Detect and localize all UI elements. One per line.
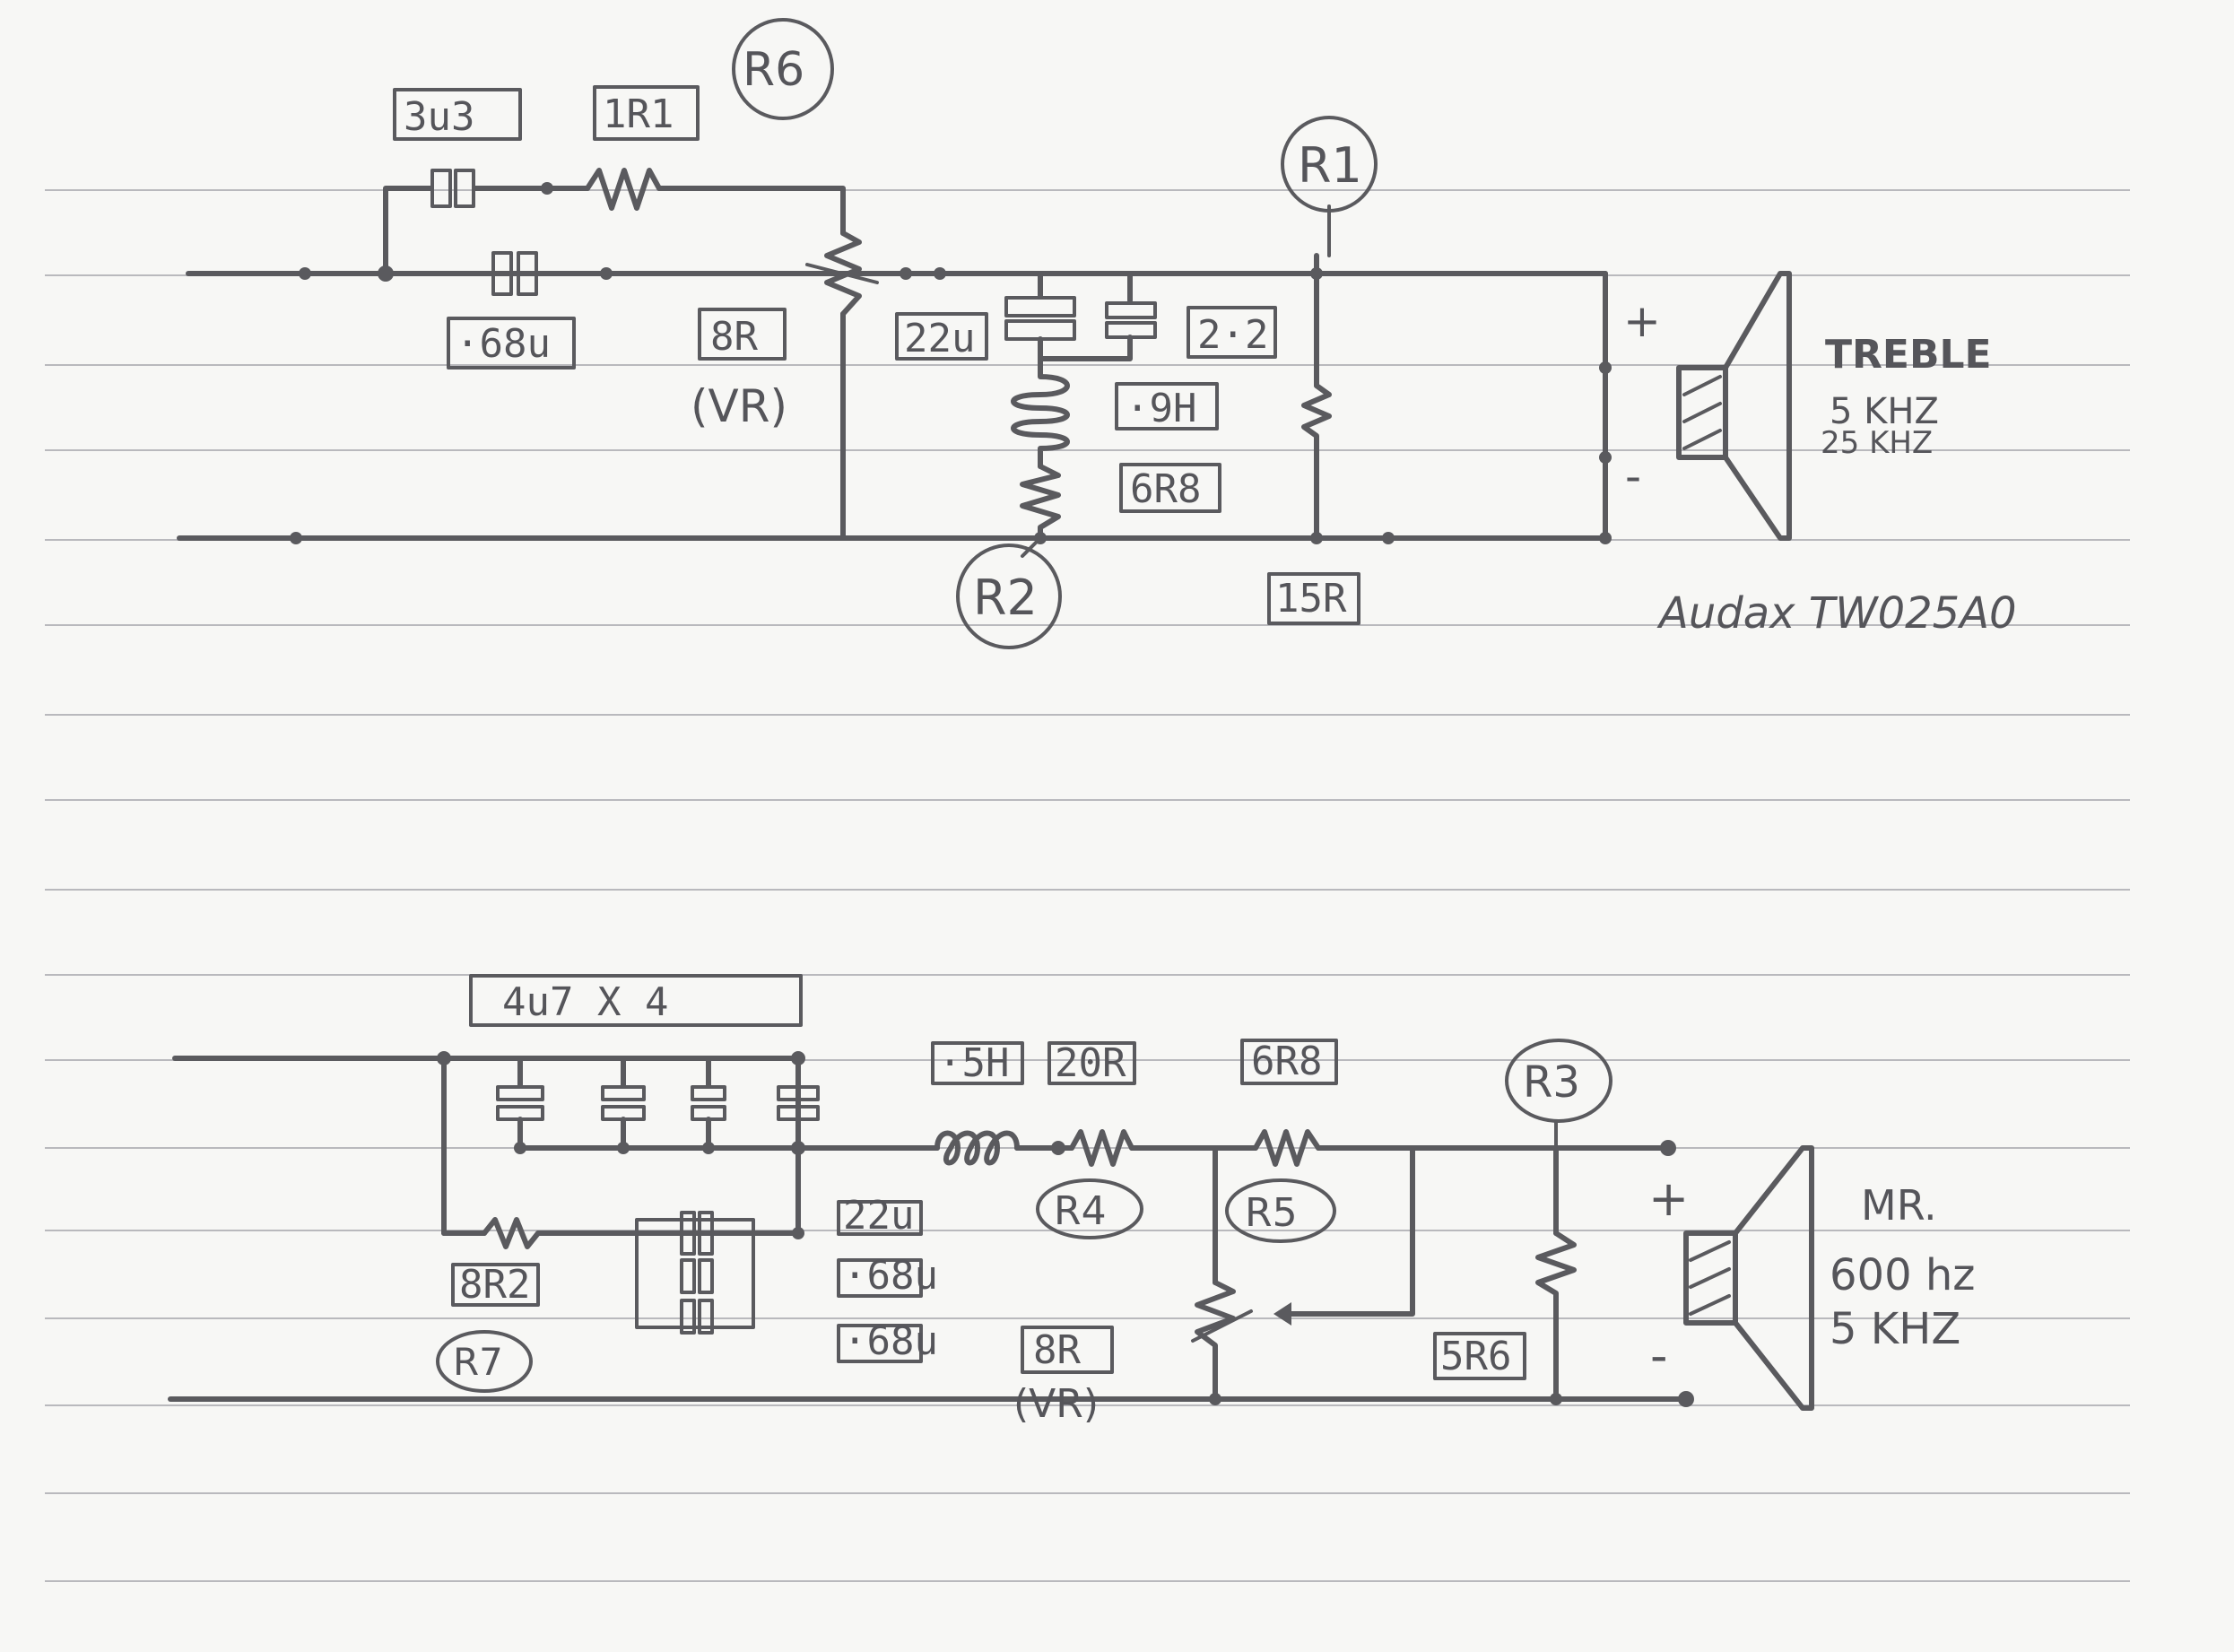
cap-068u-mid-b-box (837, 1324, 923, 1363)
res-5r6-symbol (1535, 1230, 1577, 1402)
cap-22u-mid-box (837, 1200, 923, 1236)
cap-068u-symbol (491, 251, 538, 296)
mid-labels: 4u7 X 4 ·5H 20R 6R8 R4 R5 R3 8R2 R7 22u … (436, 974, 1976, 1427)
res-6r8-mid-label: 6R8 (1251, 1039, 1322, 1084)
res-6r8-mid-symbol (1253, 1129, 1321, 1167)
inductor-05h-symbol (934, 1130, 1020, 1166)
vr-8r-mid-label: 8R (1033, 1327, 1081, 1373)
vr-8r-label: 8R (710, 314, 758, 360)
ref-r1-circle (1281, 116, 1378, 213)
res-6r8-symbol (1020, 464, 1061, 541)
treble-plus-sign: + (1623, 295, 1661, 347)
vr-8r-mid-symbol (1195, 1280, 1236, 1402)
inductor-09h-symbol (1011, 356, 1070, 469)
cap-068u-mid-a-box (837, 1258, 923, 1298)
mid-range-high: 5 KHZ (1830, 1304, 1960, 1354)
treble-labels: 3u3 1R1 R6 ·68u 8R (VR) 22u 2·2 ·9H 6R8 … (393, 18, 2017, 649)
cap-068u-mid-b-label: ·68u (843, 1318, 938, 1364)
inductor-09h-box (1115, 382, 1219, 430)
mid-plus-sign: + (1648, 1170, 1689, 1227)
res-1r1-symbol (585, 168, 662, 211)
ref-r7-circle (436, 1330, 533, 1393)
res-8r2-symbol (482, 1217, 541, 1249)
cap-bank-box (469, 974, 803, 1027)
mid-crossover (168, 1051, 1814, 1411)
treble-bypass-wire-c (656, 186, 846, 236)
res-6r8-mid-box (1240, 1039, 1338, 1085)
res-8r2-box (451, 1263, 540, 1307)
notch-join (1038, 335, 1133, 361)
res-2-2-label: 2·2 (1197, 312, 1268, 358)
cap-22u-label: 22u (904, 316, 975, 361)
ref-r2-label: R2 (973, 570, 1038, 626)
treble-driver-name: TREBLE (1825, 332, 1992, 378)
cap-22u-box (895, 312, 988, 361)
res-15r-box (1267, 572, 1360, 625)
ref-r6-circle (732, 18, 834, 120)
tweeter-symbol (1676, 271, 1792, 541)
treble-minus-sign: - (1625, 450, 1641, 502)
cap-3u3-symbol (430, 169, 475, 208)
ref-r3-circle (1505, 1039, 1612, 1123)
cap-068u-box (447, 317, 576, 370)
ref-r5-circle (1225, 1178, 1336, 1243)
parallel-caps-symbol (635, 1211, 755, 1335)
treble-driver-model: Audax TW025A0 (1656, 588, 2017, 639)
res-8r2-label: 8R2 (459, 1262, 530, 1308)
ref-r2-circle (956, 543, 1062, 649)
ref-r6-label: R6 (743, 43, 804, 97)
vr-wiper-arrowhead (1273, 1302, 1291, 1326)
ref-r4-label: R4 (1054, 1188, 1107, 1234)
treble-crossover (177, 168, 1792, 558)
res-1r1-label: 1R1 (603, 91, 674, 137)
vr-8r-symbol (824, 230, 862, 317)
res-15r-symbol (1301, 383, 1332, 541)
cap-3u3-label: 3u3 (404, 94, 474, 140)
midrange-driver-symbol (1683, 1145, 1814, 1411)
vr-8r-box (698, 308, 787, 361)
res-5r6-label: 5R6 (1440, 1334, 1511, 1379)
ref-r5-label: R5 (1245, 1190, 1298, 1236)
inductor-05h-label: ·5H (938, 1040, 1009, 1086)
treble-range-low: 5 KHZ (1830, 391, 1939, 432)
mid-minus-sign: - (1650, 1327, 1668, 1384)
res-20r-box (1047, 1041, 1136, 1085)
res-6r8-box (1119, 463, 1221, 513)
treble-bypass-wire (383, 186, 433, 276)
cap-068u-mid-a-label: ·68u (843, 1253, 938, 1299)
vr-note-label: (VR) (691, 380, 787, 432)
cap-3u3-box (393, 88, 522, 141)
res-2-2-symbol (1105, 301, 1157, 339)
cap-068u-label: ·68u (456, 321, 551, 367)
vr-wiper-wire (1280, 1145, 1415, 1317)
ref-r7-label: R7 (453, 1340, 503, 1384)
vr-8r-mid-box (1021, 1326, 1114, 1374)
treble-range-high: 25 KHZ (1821, 425, 1933, 461)
mid-range-low: 600 hz (1830, 1250, 1976, 1300)
ref-r4-circle (1036, 1178, 1143, 1239)
res-20r-symbol (1069, 1129, 1134, 1167)
res-20r-label: 20R (1055, 1040, 1126, 1086)
res-15r-label: 15R (1275, 576, 1347, 622)
inductor-05h-box (931, 1041, 1024, 1085)
cap-22u-mid-label: 22u (843, 1193, 914, 1239)
inductor-09h-label: ·9H (1126, 386, 1196, 431)
vr-8r-wiper (805, 263, 879, 284)
ref-r3-label: R3 (1523, 1057, 1580, 1108)
res-1r1-box (593, 85, 700, 141)
vr-mid-note-label: (VR) (1013, 1381, 1099, 1427)
cap-bank-label: 4u7 X 4 (502, 979, 668, 1025)
res-5r6-box (1433, 1332, 1526, 1380)
res-6r8-label: 6R8 (1130, 466, 1201, 512)
cap-bank-symbols (496, 1056, 820, 1151)
mid-driver-name: MR. (1861, 1181, 1937, 1230)
vr-mid-arrow (1191, 1309, 1253, 1343)
ref-r1-label: R1 (1298, 137, 1362, 194)
res-2-2-box (1187, 306, 1277, 359)
cap-22u-symbol (1004, 296, 1076, 341)
